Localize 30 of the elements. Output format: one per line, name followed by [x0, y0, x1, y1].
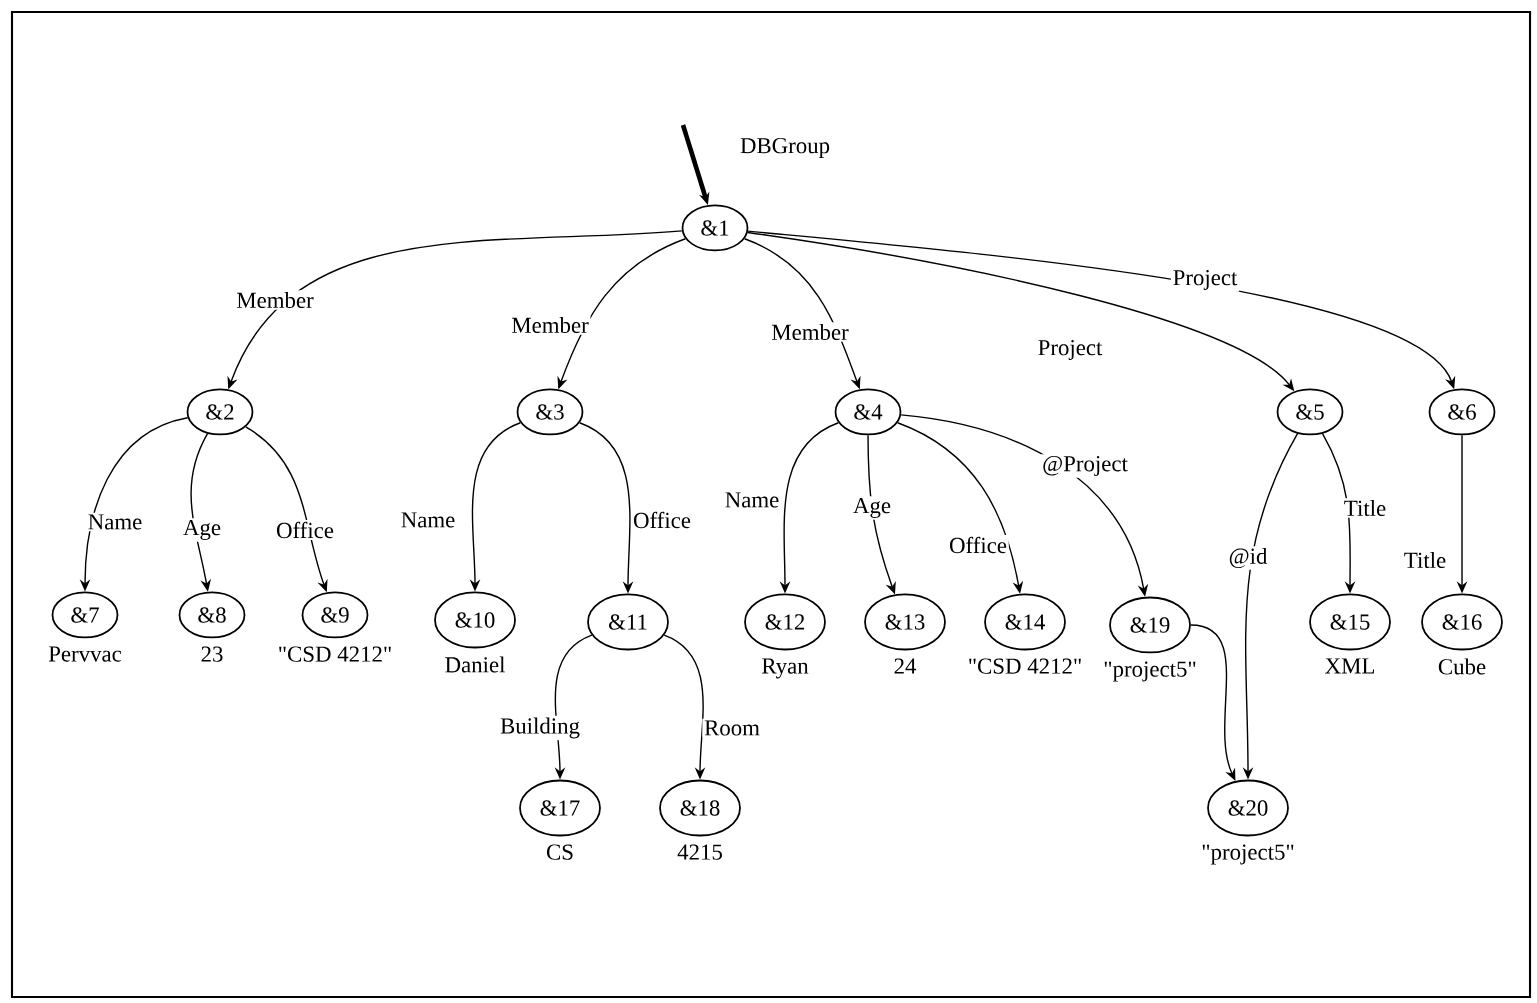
value-label: CS — [546, 844, 573, 860]
edge-label: Member — [769, 322, 851, 342]
value-label: Ryan — [762, 658, 809, 679]
edge-label: Age — [851, 496, 893, 520]
value-label: "project5" — [1104, 661, 1196, 682]
value-label: Cube — [1438, 658, 1486, 675]
edge-label: Project — [1170, 268, 1240, 292]
value-label: 4215 — [677, 844, 722, 860]
edge-label: Title — [1342, 498, 1388, 518]
edge-label: Age — [181, 518, 223, 542]
edge-label: Project — [1035, 338, 1105, 362]
value-label: 23 — [201, 646, 223, 662]
edge-label: Office — [947, 535, 1009, 555]
edge-label: Building — [498, 715, 582, 741]
edge-label: DBGroup — [738, 136, 832, 160]
value-label: "CSD 4212" — [969, 658, 1081, 674]
edge-label: Member — [509, 315, 591, 335]
edge-label: Office — [274, 520, 336, 540]
edge-label: Office — [631, 510, 693, 530]
arrow — [1190, 624, 1236, 781]
edge-label: @id — [1226, 546, 1270, 570]
value-label: 24 — [894, 658, 917, 674]
value-label: Daniel — [445, 656, 505, 673]
value-label: Pervvac — [48, 646, 122, 662]
edge-label: Title — [1402, 550, 1448, 570]
edge-label: Member — [234, 290, 316, 310]
value-label: "CSD 4212" — [279, 646, 391, 662]
value-label: "project5" — [1202, 844, 1294, 865]
edge-label: @Project — [1040, 454, 1130, 478]
value-label: XML — [1325, 658, 1375, 674]
